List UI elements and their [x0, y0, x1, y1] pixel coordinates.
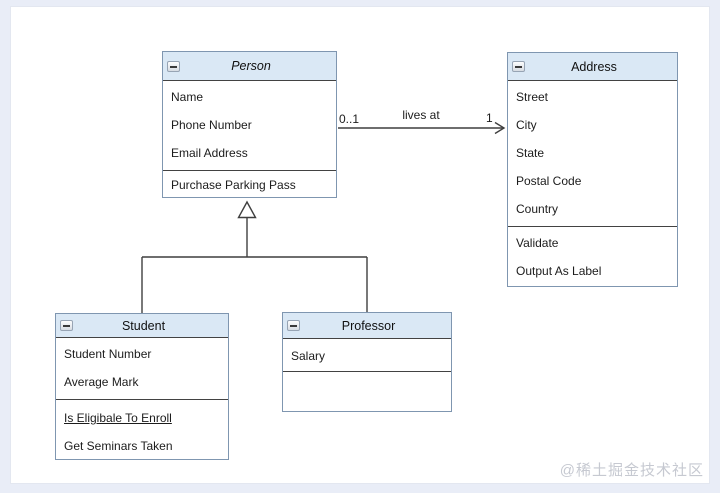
methods-section: Is Eligibale To Enroll Get Seminars Take…	[56, 400, 228, 458]
collapse-icon[interactable]	[167, 60, 180, 72]
class-header-professor: Professor	[283, 313, 451, 339]
attribute-row: Street	[516, 90, 549, 104]
attribute-row: Salary	[291, 349, 326, 363]
attributes-section: Salary	[283, 339, 451, 372]
generalization-triangle-icon	[237, 200, 257, 219]
collapse-icon[interactable]	[60, 320, 73, 331]
class-box-person[interactable]: Person Name Phone Number Email Address P…	[162, 51, 337, 198]
attribute-row: State	[516, 146, 545, 160]
class-box-address[interactable]: Address Street City State Postal Code Co…	[507, 52, 678, 287]
method-row: Output As Label	[516, 264, 602, 278]
class-header-address: Address	[508, 53, 677, 81]
method-row: Is Eligibale To Enroll	[64, 411, 172, 425]
generalization-edges[interactable]	[141, 200, 368, 313]
method-row: Purchase Parking Pass	[171, 178, 296, 192]
class-header-person: Person	[163, 52, 336, 81]
methods-section-empty	[283, 372, 451, 411]
class-header-student: Student	[56, 314, 228, 338]
class-title: Address	[571, 59, 617, 74]
class-title: Person	[231, 59, 271, 73]
attribute-row: Email Address	[171, 146, 248, 160]
class-title: Professor	[341, 318, 396, 333]
method-row: Get Seminars Taken	[64, 439, 173, 453]
collapse-icon[interactable]	[512, 61, 525, 72]
attribute-row: Country	[516, 202, 559, 216]
methods-section: Purchase Parking Pass	[163, 171, 336, 198]
class-box-student[interactable]: Student Student Number Average Mark Is E…	[55, 313, 229, 460]
attribute-row: Postal Code	[516, 174, 582, 188]
attributes-section: Street City State Postal Code Country	[508, 81, 677, 227]
multiplicity-target: 1	[486, 111, 493, 125]
attributes-section: Name Phone Number Email Address	[163, 81, 336, 171]
class-title: Student	[121, 318, 166, 333]
attribute-row: Phone Number	[171, 118, 252, 132]
attribute-row: Average Mark	[64, 375, 139, 389]
attribute-row: Student Number	[64, 347, 152, 361]
attribute-row: Name	[171, 90, 204, 104]
methods-section: Validate Output As Label	[508, 227, 677, 286]
multiplicity-source: 0..1	[339, 112, 360, 126]
association-lives-at[interactable]	[338, 121, 506, 135]
attribute-row: City	[516, 118, 537, 132]
method-row: Validate	[516, 236, 559, 250]
attributes-section: Student Number Average Mark	[56, 338, 228, 400]
class-box-professor[interactable]: Professor Salary	[282, 312, 452, 412]
association-label: lives at	[402, 108, 440, 122]
watermark: @稀土掘金技术社区	[559, 462, 704, 479]
collapse-icon[interactable]	[287, 320, 300, 331]
